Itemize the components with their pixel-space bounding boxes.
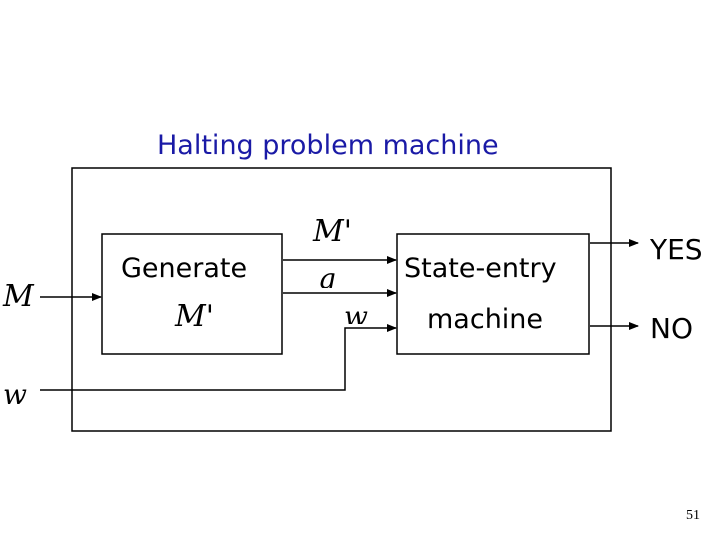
- generate-box: [101, 233, 283, 355]
- halting-machine-box: [71, 167, 612, 432]
- w-label: w: [344, 300, 368, 324]
- q-label: q: [318, 262, 336, 288]
- input-m-label: M: [3, 279, 34, 314]
- generate-label: Generate: [121, 253, 248, 284]
- m-prime-label: M': [313, 214, 352, 249]
- diagram-title: Halting problem machine: [157, 130, 499, 161]
- state-entry-box: [396, 233, 590, 355]
- input-w-arrow: [40, 324, 397, 391]
- no-label: NO: [650, 312, 693, 345]
- machine-label: machine: [427, 304, 544, 335]
- input-w-label: w: [3, 378, 27, 404]
- page-number: 51: [686, 508, 700, 523]
- state-entry-label: State-entry: [404, 253, 557, 284]
- yes-label: YES: [650, 233, 703, 266]
- generate-m-prime-label: M': [175, 299, 214, 334]
